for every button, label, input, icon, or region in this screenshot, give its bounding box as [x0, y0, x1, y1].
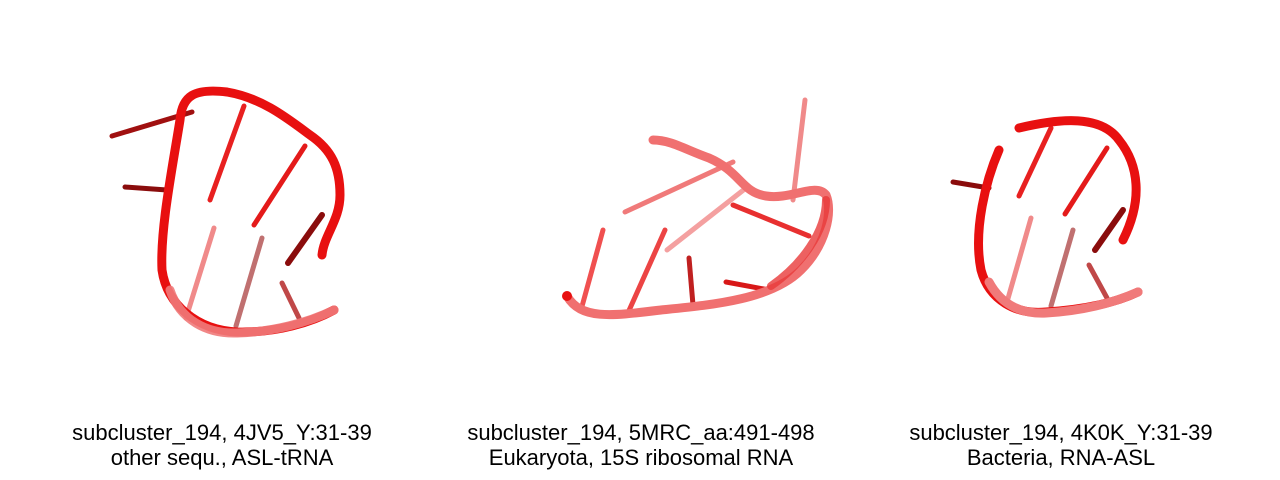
- base-stick: [1048, 227, 1076, 309]
- backbone-tube: [157, 86, 345, 337]
- base-stick: [233, 235, 265, 329]
- base-stick: [664, 185, 749, 253]
- base-stick: [207, 103, 247, 203]
- caption-subtitle: Bacteria, RNA-ASL: [966, 445, 1156, 470]
- caption-title: subcluster_194, 5MRC_aa:491-498: [467, 420, 815, 445]
- base-stick: [285, 212, 325, 266]
- base-stick: [730, 202, 812, 239]
- panel-caption: subcluster_194, 4K0K_Y:31-39 Bacteria, R…: [861, 420, 1261, 470]
- panel-caption: subcluster_194, 5MRC_aa:491-498 Eukaryot…: [441, 420, 841, 470]
- base-stick: [122, 184, 170, 193]
- backbone-tube-front: [767, 196, 830, 290]
- base-stick: [1062, 145, 1110, 217]
- backbone-tube-faded: [984, 277, 1143, 318]
- base-stick: [1004, 215, 1034, 305]
- base-stick: [279, 280, 302, 321]
- structure-panel-1: subcluster_194, 4JV5_Y:31-39 other sequ.…: [22, 0, 422, 480]
- base-stick: [790, 97, 808, 203]
- rna-structure-4k0k: [950, 116, 1143, 318]
- base-stick: [251, 143, 308, 228]
- rna-structure-4jv5: [109, 86, 345, 338]
- base-stick: [622, 159, 736, 215]
- base-stick: [686, 255, 696, 308]
- backbone-end: [562, 291, 572, 301]
- caption-title: subcluster_194, 4JV5_Y:31-39: [72, 420, 372, 445]
- rna-structure-5mrc: [562, 97, 833, 320]
- caption-title: subcluster_194, 4K0K_Y:31-39: [909, 420, 1213, 445]
- base-stick: [578, 227, 606, 313]
- caption-subtitle: other sequ., ASL-tRNA: [110, 445, 334, 470]
- base-stick: [1016, 125, 1054, 199]
- panel-caption: subcluster_194, 4JV5_Y:31-39 other sequ.…: [22, 420, 422, 470]
- caption-subtitle: Eukaryota, 15S ribosomal RNA: [488, 445, 794, 470]
- backbone-tube: [1014, 116, 1141, 245]
- base-stick: [1086, 262, 1110, 301]
- structure-panel-2: subcluster_194, 5MRC_aa:491-498 Eukaryot…: [441, 0, 841, 480]
- backbone-tube-faded: [165, 285, 339, 338]
- structure-panel-3: subcluster_194, 4K0K_Y:31-39 Bacteria, R…: [861, 0, 1261, 480]
- base-stick: [1092, 207, 1126, 253]
- base-stick: [183, 225, 217, 321]
- base-stick: [624, 227, 668, 318]
